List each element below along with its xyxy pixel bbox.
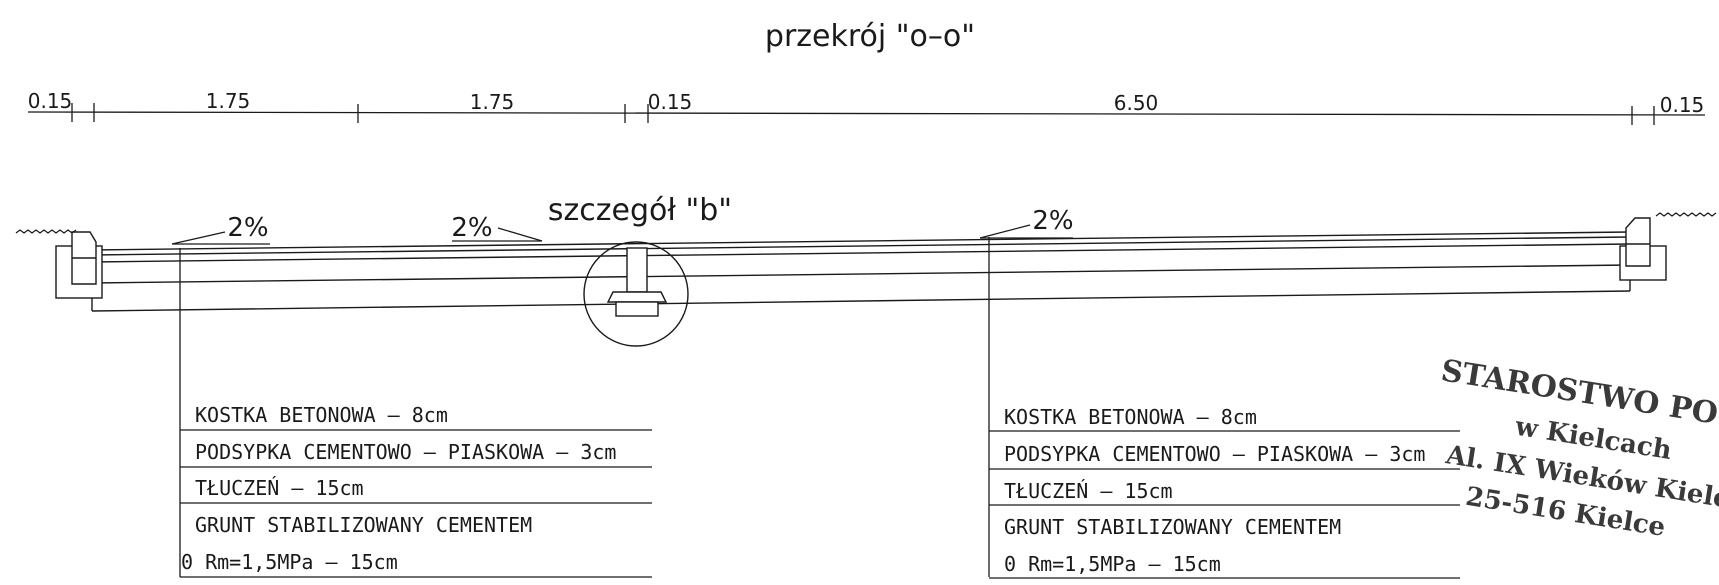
layer-text: 0 Rm=1,5MPa – 15cm (1004, 552, 1221, 576)
layer-table-left: KOSTKA BETONOWA – 8cm PODSYPKA CEMENTOWO… (180, 403, 652, 578)
slope-label: 2% (1032, 206, 1073, 236)
right-curb (1619, 217, 1667, 281)
layer-text: TŁUCZEŃ – 15cm (1004, 479, 1173, 503)
dimension-label: 6.50 (1114, 91, 1159, 115)
layer-text: TŁUCZEŃ – 15cm (195, 476, 364, 500)
dimension-label: 0.15 (648, 90, 693, 114)
pavement-layers (91, 231, 1631, 312)
layer-text: KOSTKA BETONOWA – 8cm (195, 403, 448, 427)
layer-text: PODSYPKA CEMENTOWO – PIASKOWA – 3cm (195, 440, 616, 464)
office-stamp: STAROSTWO POWIATO w Kielcach Al. IX Wiek… (1439, 353, 1719, 543)
detail-circle (583, 241, 689, 347)
detail-label: szczegół "b" (548, 193, 732, 228)
slope-marker: 2% (979, 206, 1074, 239)
layer-text: 0 Rm=1,5MPa – 15cm (181, 550, 398, 574)
layer-text: GRUNT STABILIZOWANY CEMENTEM (195, 513, 532, 537)
slope-marker: 2% (451, 213, 543, 243)
dimension-label: 1.75 (470, 90, 515, 114)
slope-label: 2% (227, 213, 268, 243)
dimension-line: 0.15 1.75 1.75 0.15 6.50 0.15 (28, 89, 1706, 125)
leader-lines (179, 237, 990, 577)
layer-text: KOSTKA BETONOWA – 8cm (1004, 405, 1257, 429)
section-title: przekrój "o–o" (765, 19, 975, 54)
ground-line (15, 212, 1717, 234)
dimension-label: 1.75 (206, 89, 251, 113)
slope-label: 2% (451, 213, 492, 243)
left-curb (55, 231, 103, 299)
layer-text: PODSYPKA CEMENTOWO – PIASKOWA – 3cm (1004, 442, 1425, 466)
slope-marker: 2% (171, 213, 270, 245)
layer-text: GRUNT STABILIZOWANY CEMENTEM (1004, 515, 1341, 539)
dimension-label: 0.15 (28, 89, 73, 113)
layer-table-right: KOSTKA BETONOWA – 8cm PODSYPKA CEMENTOWO… (989, 405, 1460, 579)
dimension-label: 0.15 (1660, 93, 1705, 117)
